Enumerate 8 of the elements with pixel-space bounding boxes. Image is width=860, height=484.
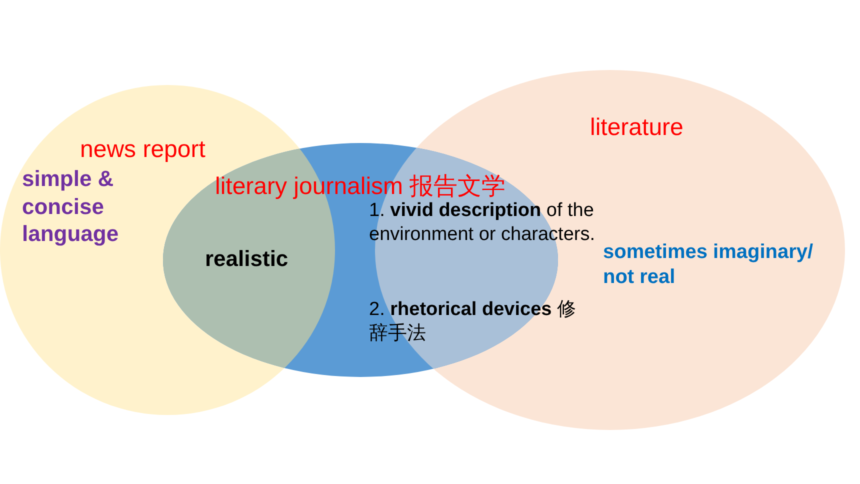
shared-feature-text: realistic: [205, 245, 290, 272]
feature-text: sometimes imaginary/ not real: [603, 240, 814, 290]
shared-feature-text: 2. rhetorical devices 修辞手法: [369, 298, 577, 346]
circle-title: literature: [590, 113, 684, 143]
shared-feature-text: 1. vivid description of the environment or characters.: [369, 199, 596, 246]
feature-text: simple & concise language: [22, 165, 120, 248]
circle-title: literary journalism 报告文学: [215, 172, 507, 202]
circle-title: news report: [80, 135, 206, 165]
